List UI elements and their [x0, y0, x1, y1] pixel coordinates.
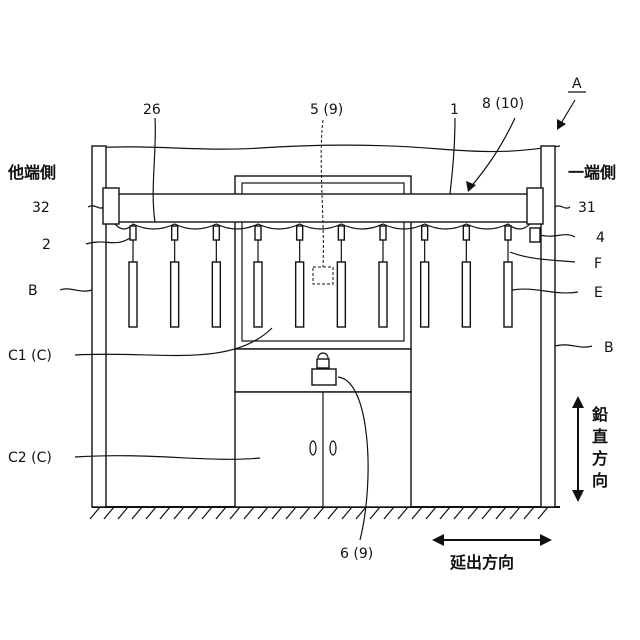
hatch-line	[384, 507, 394, 519]
label-extend-direction: 延出方向	[449, 553, 514, 572]
label-B-right: B	[604, 340, 614, 356]
arrow-A	[560, 100, 575, 125]
hatch-line	[244, 507, 254, 519]
hatch-line	[118, 507, 128, 519]
hatch-line	[370, 507, 380, 519]
hatch-line	[538, 507, 548, 519]
hanging-item	[212, 262, 220, 327]
hanging-item	[504, 262, 512, 327]
svg-text:方: 方	[592, 449, 608, 468]
hatch-line	[328, 507, 338, 519]
bracket-31	[527, 188, 543, 224]
label-5: 5 (9)	[310, 102, 343, 118]
cabinet-c2	[235, 392, 411, 507]
hatch-line	[342, 507, 352, 519]
label-32: 32	[32, 200, 50, 216]
hanging-item	[254, 262, 262, 327]
hanger-clip	[338, 226, 344, 240]
svg-text:直: 直	[592, 427, 608, 446]
label-2: 2	[42, 237, 51, 253]
arrow-8	[470, 118, 515, 188]
label-F: F	[594, 256, 602, 272]
svg-text:向: 向	[592, 471, 608, 490]
label-C1: C1 (C)	[8, 348, 52, 364]
hanging-item	[129, 262, 137, 327]
ground	[90, 507, 560, 519]
hanger-clip	[255, 226, 261, 240]
hatch-line	[160, 507, 170, 519]
hatch-line	[510, 507, 520, 519]
rail	[108, 194, 528, 222]
label-B-left: B	[28, 283, 38, 299]
label-other-end: 他端側	[7, 163, 56, 182]
hanger-clip	[505, 226, 511, 240]
hanger-clip	[213, 226, 219, 240]
hanger-clip	[297, 226, 303, 240]
hatch-line	[272, 507, 282, 519]
hanging-item	[296, 262, 304, 327]
hatch-line	[258, 507, 268, 519]
hatch-line	[146, 507, 156, 519]
hanger-clip	[130, 226, 136, 240]
hanging-item	[462, 262, 470, 327]
hatch-line	[314, 507, 324, 519]
label-A: A	[572, 76, 582, 92]
hatch-line	[412, 507, 422, 519]
vertical-direction-arrow	[572, 396, 584, 502]
hatch-line	[132, 507, 142, 519]
label-26: 26	[143, 102, 161, 118]
hatch-line	[398, 507, 408, 519]
hatch-line	[202, 507, 212, 519]
hatch-line	[300, 507, 310, 519]
label-C2: C2 (C)	[8, 450, 52, 466]
svg-text:鉛: 鉛	[592, 405, 608, 424]
hatch-line	[216, 507, 226, 519]
bracket-32	[103, 188, 119, 224]
element-4	[530, 228, 540, 242]
hanger-clip	[172, 226, 178, 240]
hatch-line	[440, 507, 450, 519]
hanger-clip	[380, 226, 386, 240]
label-8: 8 (10)	[482, 96, 524, 112]
ceiling-line	[92, 145, 560, 151]
hanging-item	[421, 262, 429, 327]
hatch-line	[174, 507, 184, 519]
label-one-end: 一端側	[568, 163, 616, 182]
label-vertical-direction: 鉛 直 方 向	[592, 405, 608, 490]
hatch-line	[496, 507, 506, 519]
hatch-line	[426, 507, 436, 519]
hatch-line	[286, 507, 296, 519]
label-E: E	[594, 285, 603, 301]
hatch-line	[230, 507, 240, 519]
hanger-clip	[422, 226, 428, 240]
hatch-line	[188, 507, 198, 519]
label-1: 1	[450, 102, 459, 118]
label-6: 6 (9)	[340, 546, 373, 562]
hatch-line	[524, 507, 534, 519]
hanger-clip	[463, 226, 469, 240]
hatch-line	[468, 507, 478, 519]
hatch-line	[482, 507, 492, 519]
hanging-item	[379, 262, 387, 327]
hatch-line	[104, 507, 114, 519]
hatch-line	[454, 507, 464, 519]
label-4: 4	[596, 230, 605, 246]
extension-direction-arrow	[432, 534, 552, 546]
label-31: 31	[578, 200, 596, 216]
hanging-item	[171, 262, 179, 327]
hatch-line	[90, 507, 100, 519]
hanging-item	[337, 262, 345, 327]
